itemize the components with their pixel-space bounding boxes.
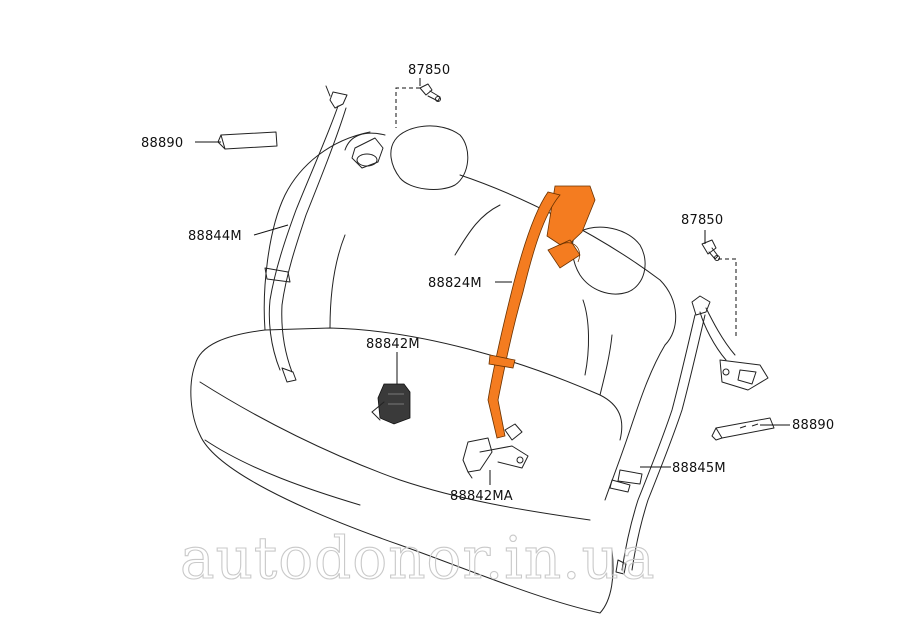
right-retractor bbox=[699, 307, 769, 391]
seat-back bbox=[263, 131, 677, 501]
seat-cushion bbox=[190, 327, 623, 614]
finisher-left-part bbox=[217, 131, 278, 150]
label-finisher-right: 88890 bbox=[792, 418, 834, 433]
watermark-text: autodonor.in.ua bbox=[180, 524, 656, 592]
label-belt-left: 88844M bbox=[188, 229, 242, 244]
buckle-center-part bbox=[371, 383, 411, 425]
headrest-right bbox=[571, 226, 646, 295]
bolt-left-dashed-leader bbox=[395, 87, 420, 128]
label-bolt-right: 87850 bbox=[681, 213, 723, 228]
label-belt-center: 88824M bbox=[428, 276, 482, 291]
finisher-right-part bbox=[711, 417, 775, 441]
left-seatbelt bbox=[264, 85, 348, 383]
bolt-right-part bbox=[701, 239, 720, 261]
headrest-left bbox=[344, 125, 469, 190]
label-belt-right: 88845M bbox=[672, 461, 726, 476]
label-finisher-left: 88890 bbox=[141, 136, 183, 151]
buckle-lower-part bbox=[462, 437, 529, 479]
label-buckle-lower: 88842MA bbox=[450, 489, 513, 504]
left-retractor bbox=[351, 137, 384, 169]
center-seatbelt-highlighted bbox=[487, 185, 596, 441]
bolt-left-part bbox=[419, 83, 441, 102]
label-bolt-left: 87850 bbox=[408, 63, 450, 78]
right-seatbelt bbox=[609, 295, 711, 575]
leader-lines bbox=[195, 78, 790, 485]
label-buckle-center: 88842M bbox=[366, 337, 420, 352]
bolt-right-dashed-leader bbox=[718, 258, 737, 336]
